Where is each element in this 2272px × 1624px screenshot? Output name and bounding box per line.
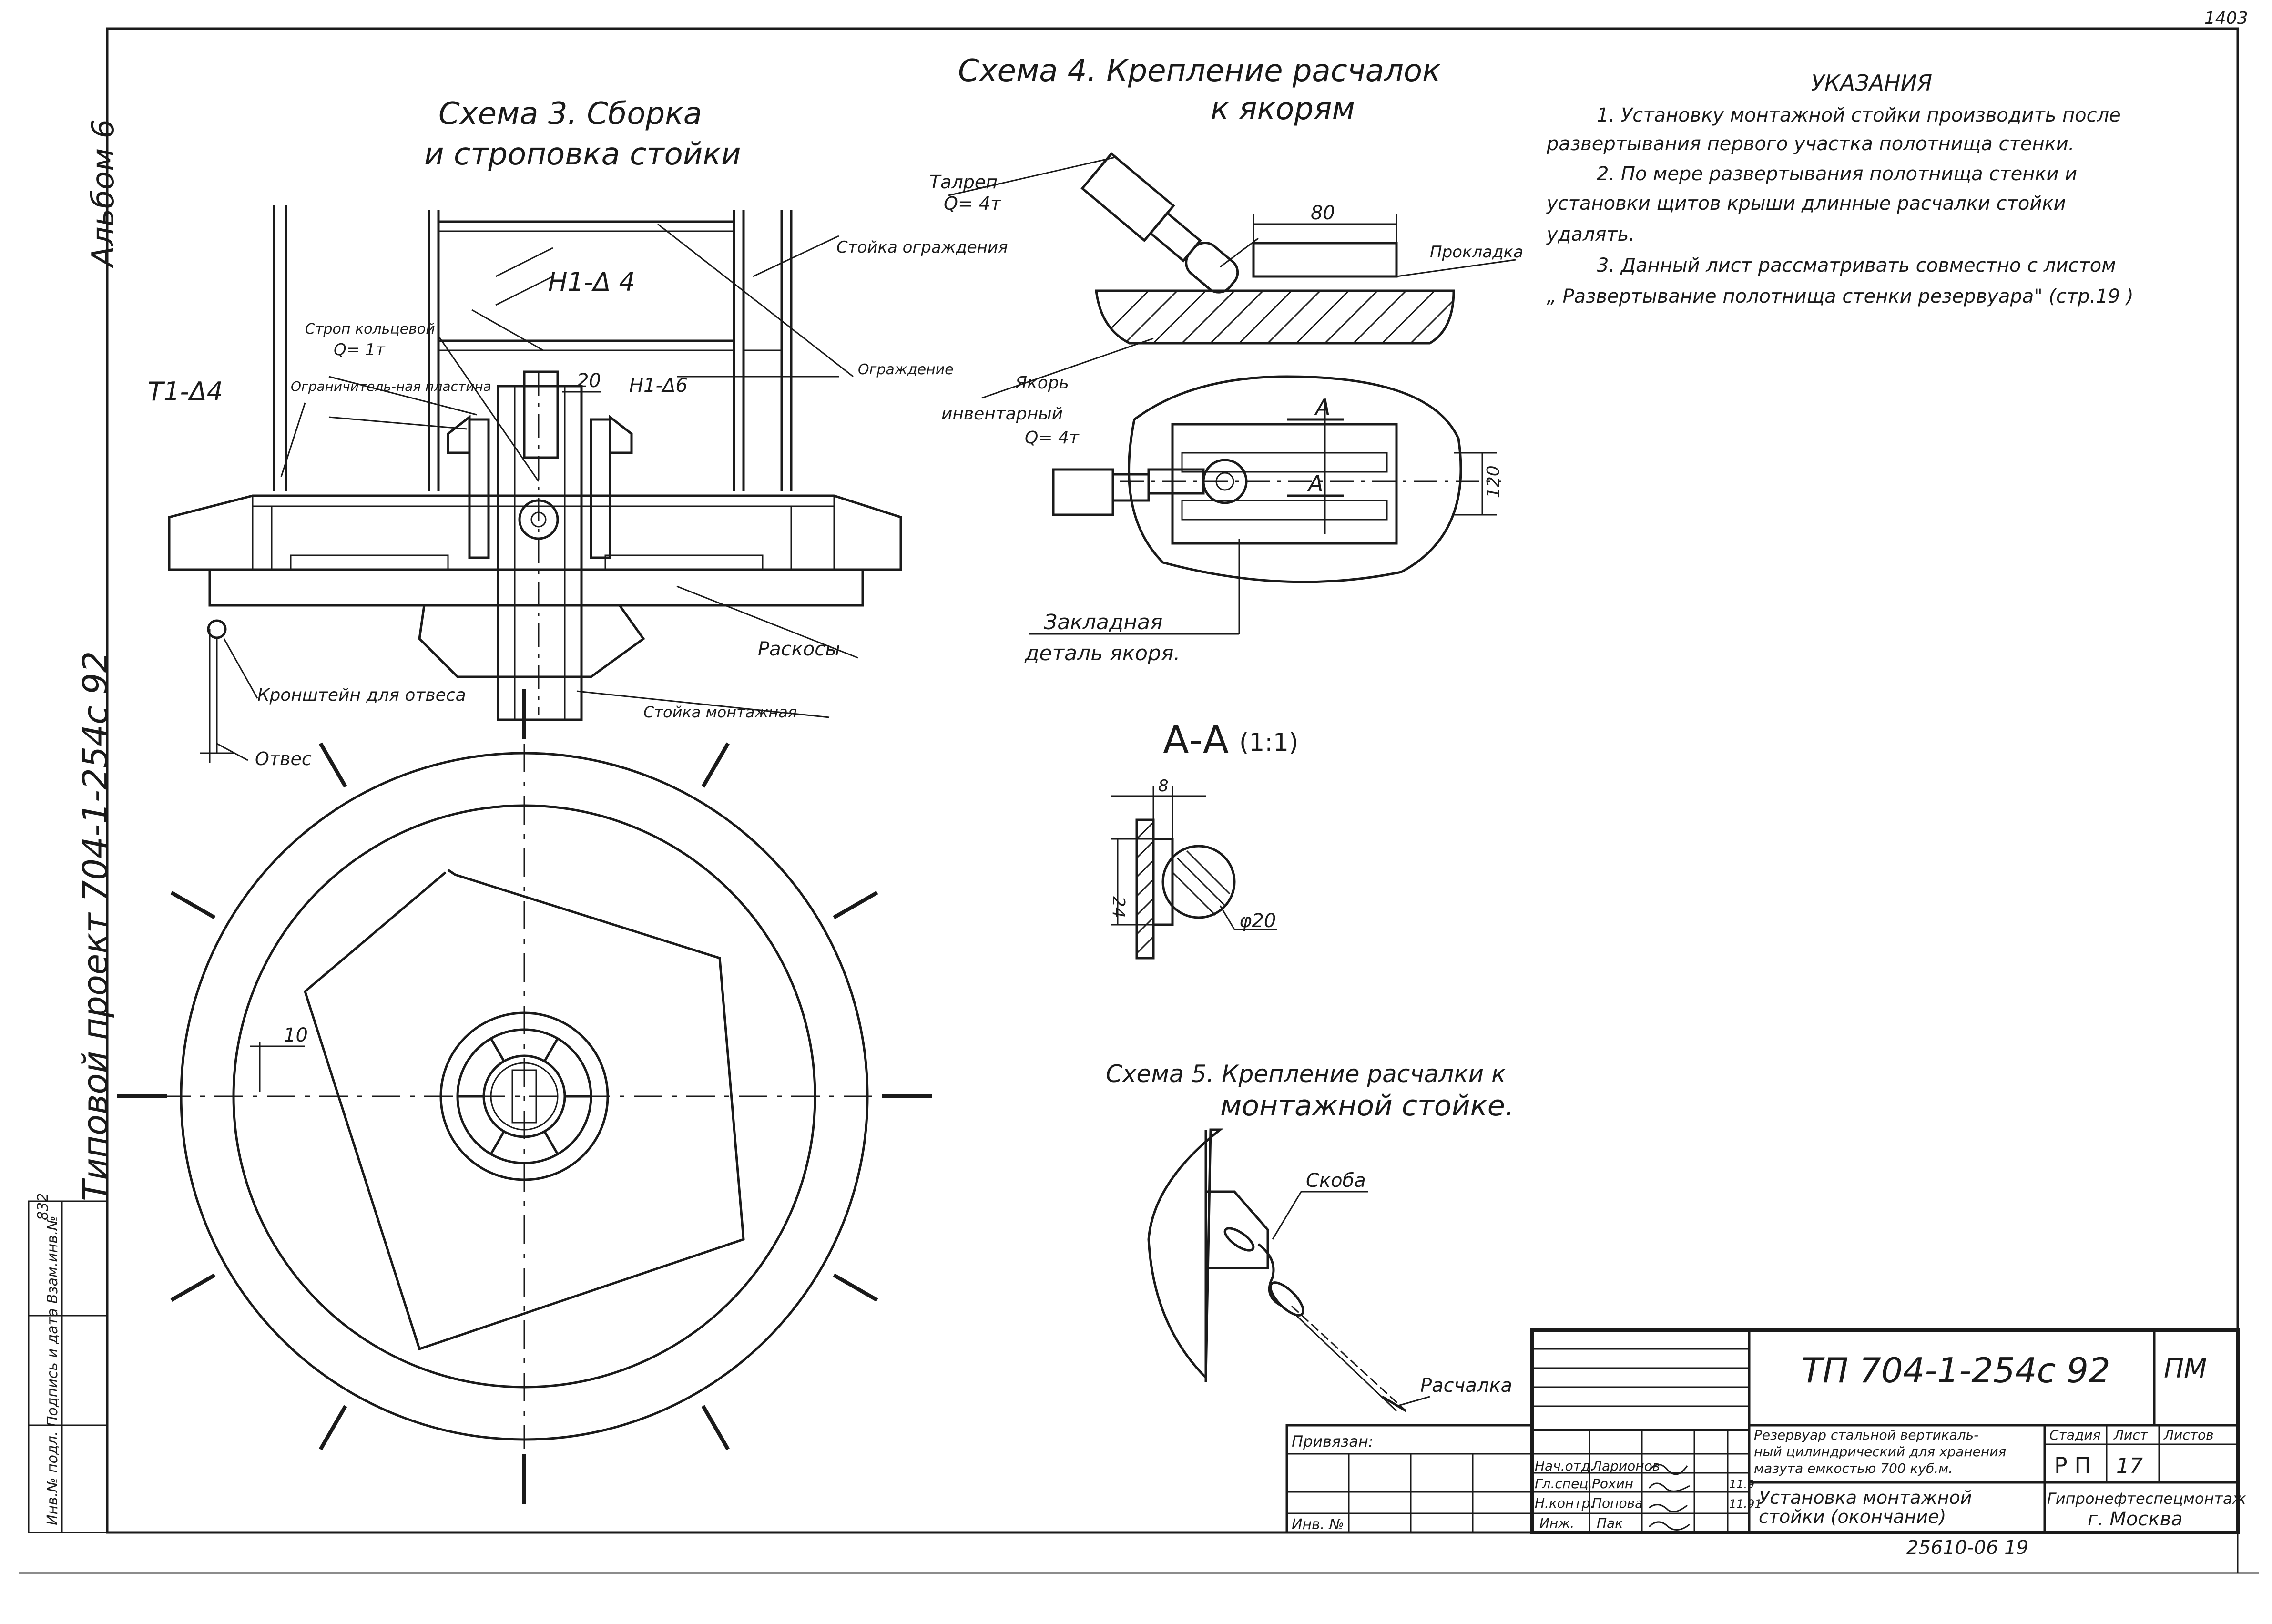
tb-desc-3: мазута емкостью 700 куб.м. [1754,1461,1953,1476]
tb-inv-no: Инв. № [1292,1516,1344,1533]
notes-block: УКАЗАНИЯ 1. Установку монтажной стойки п… [1546,70,2134,307]
tb-code: ТП 704-1-254с 92 [1802,1350,2110,1390]
sheet-frame [19,27,2259,1574]
notes-heading: УКАЗАНИЯ [1811,70,1932,96]
tb-privyazan: Привязан: [1292,1432,1374,1450]
scheme4-title-2: к якорям [1211,92,1355,127]
label-fence: Ограждение [858,361,954,378]
s4-tirfor: Талреп [929,172,998,193]
notes-line-4: установки щитов крыши длинные расчалки с… [1546,193,2066,214]
notes-line-3: 2. По мере развертывания полотнища стенк… [1597,163,2077,185]
plan-hub-spokes [458,1038,591,1155]
scheme5-title-1: Схема 5. Крепление расчалки к [1106,1060,1506,1088]
album-label: Альбом 6 [86,119,121,269]
plan-dim-10: 10 [284,1024,308,1046]
tb-name-2: Рохин [1592,1476,1633,1491]
scheme-5: Схема 5. Крепление расчалки к монтажной … [1106,1060,1514,1412]
s4-gasket: Прокладка [1430,243,1523,262]
label-braces: Раскосы [758,638,840,660]
s5-guy: Расчалка [1420,1375,1512,1397]
label-bracket: Кронштейн для отвеса [257,685,466,705]
label-mount-post: Стойка монтажная [643,703,797,721]
tb-sheet-title-2: стойки (окончание) [1759,1506,1946,1527]
scheme3-title-1: Схема 3. Сборка [438,96,702,132]
label-dim20: 20 [577,370,601,392]
notes-line-1: 1. Установку монтажной стойки производит… [1597,104,2121,126]
label-plumb: Отвес [255,748,312,769]
s5-bracket: Скоба [1306,1170,1366,1192]
footer-number: 25610-06 19 [1906,1537,2028,1559]
tb-sheet: 17 [2116,1454,2143,1478]
tb-stage: Р П [2054,1452,2091,1478]
stamp-number: 832 [35,1193,51,1220]
label-h1d4: Н1-Δ 4 [548,267,635,297]
tb-sheet-title-1: Установка монтажной [1759,1487,1972,1508]
label-h1d6: Н1-Δ6 [629,375,688,397]
tb-name-1: Ларионов [1591,1458,1660,1474]
label-t1d4: Т1-Δ4 [148,377,223,407]
corner-mark: 1403 [2204,9,2248,28]
tb-stage-label: Стадия [2049,1427,2100,1443]
tb-date-2: 11.91 [1729,1497,1762,1511]
s4-embedded-2: деталь якоря. [1024,641,1180,665]
section-aa-scale: (1:1) [1239,728,1298,757]
label-sling-q: Q= 1т [334,340,386,359]
aa-phi20: φ20 [1239,910,1276,932]
notes-line-7: „ Развертывание полотнища стенки резерву… [1547,286,2134,307]
s4-inventory-q: Q= 4т [1025,428,1080,448]
section-aa-title: А-А [1163,718,1229,762]
scheme-3: Схема 3. Сборка и строповка стойки [117,96,1008,1504]
label-sling: Строп кольцевой [305,321,435,337]
scheme5-title-2: монтажной стойке. [1220,1089,1514,1123]
plan-radial-posts [117,689,932,1504]
title-block: ТП 704-1-254с 92 ПМ Резервуар стальной в… [1285,1328,2246,1534]
tb-desc-1: Резервуар стальной вертикаль- [1754,1427,1978,1443]
scheme3-title-2: и строповка стойки [424,137,741,172]
tb-org: Гипронефтеспецмонтаж [2047,1490,2246,1508]
project-side-label: Типовой проект 704-1-254с 92 [75,651,115,1201]
tb-name-4: Пак [1597,1515,1623,1531]
tb-date-1: 11.9 [1729,1478,1754,1491]
section-a-a: А-А (1:1) 24 8 φ20 [1109,718,1298,960]
tb-role-1: Нач.отд. [1535,1458,1594,1474]
s4-section-a-bottom: А [1307,470,1323,496]
tb-role-3: Н.контр. [1535,1495,1594,1511]
s4-embedded-1: Закладная [1044,610,1162,634]
left-stamp-text: Инв.№ подл. Подпись и дата Взам.инв.№ [44,1215,61,1525]
aa-dim8: 8 [1158,776,1169,796]
tb-sheets-label: Листов [2163,1427,2214,1443]
s4-dim120: 120 [1484,465,1503,498]
s4-tirfor-q: Q= 4т [944,193,1002,214]
tb-mark: ПМ [2164,1353,2207,1384]
s4-anchor: Якорь [1015,373,1069,393]
notes-line-6: 3. Данный лист рассматривать совместно с… [1597,255,2116,276]
tb-desc-2: ный цилиндрический для хранения [1754,1444,2006,1460]
tb-sheet-label: Лист [2113,1427,2148,1443]
scheme4-title-1: Схема 4. Крепление расчалок [958,53,1441,89]
tb-role-4: Инж. [1539,1515,1574,1531]
tb-role-2: Гл.спец. [1535,1476,1592,1491]
scheme-4: Схема 4. Крепление расчалок к якорям 80 … [929,53,1523,665]
label-guard-post: Стойка ограждения [836,238,1008,257]
s4-section-a-top: А [1314,394,1330,420]
scheme3-plan-view: 10 [117,689,932,1504]
tb-city: г. Москва [2088,1508,2183,1530]
s4-dim80: 80 [1311,202,1335,224]
notes-line-5: удалять. [1546,224,1635,245]
s4-inventory: инвентарный [941,404,1063,424]
label-limit-plate: Ограничитель-ная пластина [291,378,491,394]
notes-line-2: развертывания первого участка полотнища … [1546,133,2074,155]
aa-dim24: 24 [1109,896,1128,918]
tb-name-3: Попова [1592,1495,1643,1511]
